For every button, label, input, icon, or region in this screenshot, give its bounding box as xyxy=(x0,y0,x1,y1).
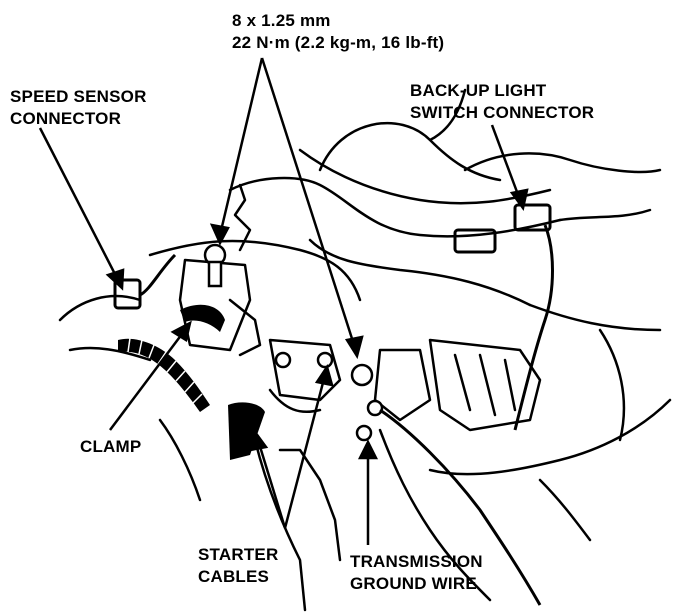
engine-contour xyxy=(558,208,652,222)
engine-contour xyxy=(538,478,592,542)
engine-contour xyxy=(253,438,307,612)
arrow-head xyxy=(209,223,230,246)
engine-contour xyxy=(233,183,252,252)
starter-leader-left xyxy=(256,439,287,529)
engine-contour xyxy=(278,448,342,562)
engine-contour xyxy=(228,176,562,238)
engine-contour xyxy=(598,328,626,442)
speed-sensor-label-line2: CONNECTOR xyxy=(10,109,122,128)
arrow-head xyxy=(105,268,125,291)
starter-cables-label-line1: STARTER xyxy=(198,545,279,564)
cable-stud xyxy=(274,351,292,369)
arrow-head xyxy=(170,320,192,342)
engine-contour xyxy=(268,388,322,414)
engine-contour xyxy=(428,88,467,142)
engine-contour xyxy=(428,338,542,432)
engine-contour xyxy=(428,398,672,476)
clamp-leader xyxy=(109,329,186,431)
bolt-spec-line2: 22 N·m (2.2 kg-m, 16 lb-ft) xyxy=(232,33,445,52)
bolt-leader-left xyxy=(218,57,264,236)
speed-sensor-label-line1: SPEED SENSOR xyxy=(10,87,147,106)
clamp-hose xyxy=(180,304,225,332)
engine-contour xyxy=(463,152,662,174)
engine-contour xyxy=(268,338,342,402)
engine-contour xyxy=(503,358,517,412)
starter-leader-right xyxy=(283,374,327,529)
ground-terminal-bolt xyxy=(366,399,384,417)
engine-contour xyxy=(528,303,662,332)
backup-leader xyxy=(490,124,522,201)
starter-cable-boot xyxy=(228,402,265,460)
engine-contour xyxy=(318,121,502,182)
engine-contour xyxy=(228,298,262,357)
arrow-head xyxy=(314,364,334,387)
ground-terminal-nut xyxy=(355,424,373,442)
speed-leader xyxy=(38,127,120,281)
clamp-label: CLAMP xyxy=(80,437,142,456)
mounting-bolt xyxy=(350,363,374,387)
ground-wire-label-line2: GROUND WIRE xyxy=(350,574,477,593)
arrow-head xyxy=(248,429,269,452)
backup-switch-label-line1: BACK-UP LIGHT xyxy=(410,81,547,100)
engine-contour xyxy=(158,418,202,502)
ground-wire xyxy=(379,408,542,606)
backup-switch-label-line2: SWITCH CONNECTOR xyxy=(410,103,595,122)
wire-harness xyxy=(118,338,210,412)
engine-contour xyxy=(478,353,497,417)
engine-contour xyxy=(298,148,552,205)
bolt-leader-right xyxy=(260,57,357,349)
cable-stud xyxy=(316,351,334,369)
engine-contour xyxy=(308,238,532,307)
engine-contour xyxy=(373,348,432,422)
backup-connector xyxy=(513,203,552,232)
starter-cables-label-line2: CABLES xyxy=(198,567,270,586)
engine-contour xyxy=(178,258,252,352)
engine-contour xyxy=(453,353,472,412)
bolt-shank xyxy=(207,260,223,288)
backup-wire xyxy=(513,224,554,431)
engine-contour xyxy=(378,428,492,602)
engine-contour xyxy=(68,346,152,362)
engine-contour xyxy=(58,294,142,322)
switch-connector xyxy=(453,228,497,254)
engine-contour xyxy=(148,239,362,302)
ground-wire-label-line1: TRANSMISSION xyxy=(350,552,483,571)
arrow-head xyxy=(509,188,529,211)
bolt-spec-line1: 8 x 1.25 mm xyxy=(232,11,331,30)
arrow-head xyxy=(344,335,364,360)
arrow-head xyxy=(357,439,379,460)
